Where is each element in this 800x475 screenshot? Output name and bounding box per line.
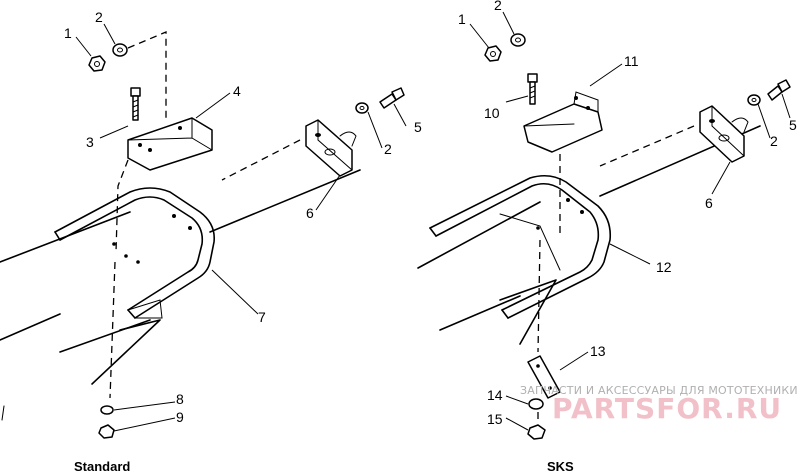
callout-sks-2b: 2 xyxy=(770,133,778,149)
std-assembly-line xyxy=(115,159,129,253)
std-tunnel-side xyxy=(91,319,161,385)
std-tunnel-rear-edge xyxy=(209,169,361,233)
sks-light-bracket-hole xyxy=(709,119,715,123)
sks-mount-bracket xyxy=(523,103,603,153)
sks-nut xyxy=(484,45,502,62)
std-light-bracket-hole xyxy=(315,133,321,137)
callout-sks-6: 6 xyxy=(705,195,713,211)
sks-washer-hole xyxy=(515,37,521,43)
std-washer-8 xyxy=(100,405,114,415)
callout-sks-1: 1 xyxy=(458,11,466,27)
callout-std-4: 4 xyxy=(233,83,241,99)
callout-std-3: 3 xyxy=(86,134,94,150)
sks-washer-2 xyxy=(747,94,761,106)
std-washer-2-hole xyxy=(359,105,365,111)
sks-washer-14 xyxy=(528,398,544,410)
standard-assembly: 1 2 3 4 5 2 6 7 8 9 Standard xyxy=(0,9,422,474)
sks-tunnel-hole xyxy=(536,226,540,230)
callout-sks-13: 13 xyxy=(590,343,606,359)
sks-nut-hole xyxy=(490,51,496,57)
caption-standard: Standard xyxy=(74,459,130,474)
sks-light-bracket-arm xyxy=(731,117,749,133)
sks-bolt-5 xyxy=(767,79,791,101)
callout-sks-2: 2 xyxy=(494,0,502,13)
sks-bumper-bolt-hole xyxy=(566,198,570,202)
std-nut-hole xyxy=(94,61,100,67)
callout-std-6: 6 xyxy=(306,205,314,221)
sks-washer xyxy=(510,33,526,47)
callout-std-2b: 2 xyxy=(384,141,392,157)
callout-sks-12: 12 xyxy=(656,259,672,275)
std-tunnel-hole xyxy=(136,260,140,264)
callout-std-2: 2 xyxy=(95,9,103,25)
std-light-bracket-slot xyxy=(324,148,336,156)
sks-bumper-inner xyxy=(435,182,600,311)
sks-bumper-outer xyxy=(429,174,612,319)
std-bumper-bolt-hole xyxy=(172,214,176,218)
std-light-bracket xyxy=(305,119,353,177)
std-bolt xyxy=(130,87,141,121)
sks-bracket-hole xyxy=(586,106,590,110)
std-light-bracket-arm xyxy=(339,131,357,147)
callout-sks-11: 11 xyxy=(624,53,639,69)
sks-assembly: 1 2 11 10 5 2 6 12 13 14 15 SKS xyxy=(417,0,797,474)
callout-std-5: 5 xyxy=(414,119,422,135)
std-washer xyxy=(112,43,128,57)
callout-sks-14: 14 xyxy=(487,387,503,403)
std-tunnel-lower-edge xyxy=(0,313,61,341)
std-tunnel-hole xyxy=(124,254,128,258)
sks-washer-2-hole xyxy=(751,97,757,103)
sks-plate-hole xyxy=(536,364,540,368)
watermark-logo: PARTSFOR.RU xyxy=(552,392,782,425)
callout-std-9: 9 xyxy=(176,409,184,425)
callout-std-7: 7 xyxy=(258,309,266,325)
std-bumper-end xyxy=(54,231,136,319)
sks-tunnel-top-edge xyxy=(417,201,541,269)
callout-sks-10: 10 xyxy=(484,105,500,121)
sks-tunnel-side xyxy=(499,279,557,345)
sks-bumper-bolt-hole xyxy=(580,210,584,214)
std-bolt-5 xyxy=(379,87,405,109)
sks-bumper-end xyxy=(429,227,509,319)
sks-plate-hole xyxy=(548,386,552,390)
std-bracket-fold xyxy=(127,117,213,151)
watermark-tagline: ЗАПЧАСТИ И АКСЕССУАРЫ ДЛЯ МОТОТЕХНИКИ xyxy=(520,384,798,397)
std-bumper-outer xyxy=(54,187,216,319)
std-assembly-line xyxy=(221,139,301,181)
std-bumper-bolt-hole xyxy=(188,226,192,230)
sks-tunnel-lower-edge xyxy=(439,295,521,331)
watermark: ЗАПЧАСТИ И АКСЕССУАРЫ ДЛЯ МОТОТЕХНИКИ PA… xyxy=(520,384,798,425)
std-bracket-hole xyxy=(148,148,152,152)
sks-plate xyxy=(527,355,561,399)
sks-nut-15 xyxy=(527,424,546,440)
callout-std-1: 1 xyxy=(64,25,72,41)
std-nut xyxy=(88,55,106,72)
std-washer-hole xyxy=(117,47,123,53)
sks-bolt xyxy=(527,73,538,105)
std-edge-mark xyxy=(1,405,5,421)
sks-light-bracket-slot xyxy=(718,134,730,142)
std-tunnel-bottom-edge xyxy=(59,319,151,353)
std-nut-9 xyxy=(98,424,115,439)
std-bracket-hole xyxy=(178,126,182,130)
sks-assembly-line xyxy=(599,125,695,167)
std-assembly-line xyxy=(127,31,167,118)
std-bumper-inner xyxy=(59,196,204,311)
std-washer-2 xyxy=(355,102,369,114)
sks-light-bracket xyxy=(699,105,745,163)
std-light-bracket-fold xyxy=(317,119,353,171)
std-bumper-lower-rail xyxy=(127,299,163,319)
callout-sks-5: 5 xyxy=(789,117,797,133)
sks-bracket-hole xyxy=(574,96,578,100)
sks-assembly-line xyxy=(537,239,541,353)
std-assembly-line xyxy=(109,261,116,399)
std-bracket-hole xyxy=(138,143,142,147)
sks-light-bracket-fold xyxy=(711,105,745,157)
sks-tunnel-floor xyxy=(499,213,561,271)
std-tunnel-hole xyxy=(112,242,116,246)
caption-sks: SKS xyxy=(547,459,574,474)
callout-std-8: 8 xyxy=(176,391,184,407)
callout-sks-15: 15 xyxy=(487,411,503,427)
